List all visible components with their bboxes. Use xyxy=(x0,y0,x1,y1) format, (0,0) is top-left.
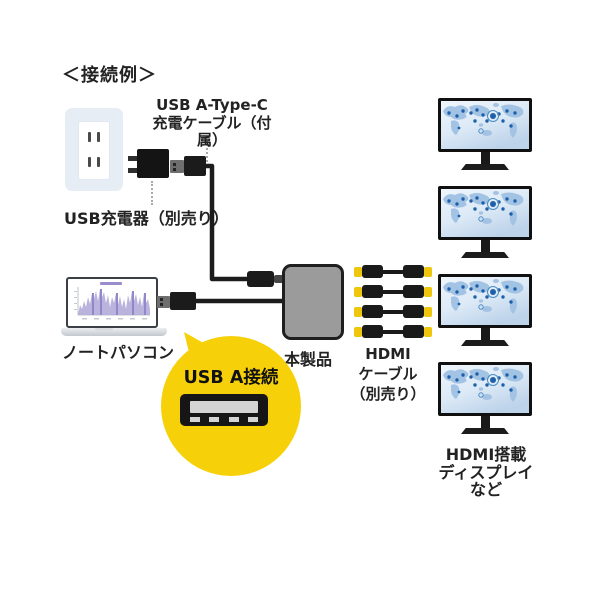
world-map-graphic xyxy=(441,189,529,237)
usb-plug-hole xyxy=(173,163,176,166)
bubble-label: USB A接続 xyxy=(183,368,279,388)
hdmi-label-line1: HDMI xyxy=(365,345,411,363)
hdmi-plug xyxy=(403,285,424,298)
usb-port-pin xyxy=(190,417,200,422)
display-stand-base xyxy=(461,428,509,434)
display-stand-neck xyxy=(480,152,490,164)
hdmi-plug-tip xyxy=(424,286,432,297)
hdmi-display xyxy=(438,274,532,346)
hdmi-plug xyxy=(362,265,383,278)
product-label: 本製品 xyxy=(284,350,333,369)
outlet-slot-icon xyxy=(88,157,91,167)
displays-label: HDMI搭載 ディスプレイ など xyxy=(434,446,538,499)
hdmi-plug-tip xyxy=(424,266,432,277)
charge-cable-label-line1: USB A-Type-C xyxy=(156,96,268,114)
hdmi-display xyxy=(438,186,532,258)
world-map-graphic xyxy=(441,365,529,413)
charger-prong xyxy=(128,156,137,161)
hdmi-plug-tip xyxy=(354,326,362,337)
usb-port-pin xyxy=(228,417,239,422)
display-stand-neck xyxy=(480,328,490,340)
hdmi-plug xyxy=(403,305,424,318)
hdmi-plug xyxy=(403,265,424,278)
hdmi-plug-tip xyxy=(354,306,362,317)
hdmi-wire xyxy=(383,329,403,334)
hdmi-plug-tip xyxy=(354,286,362,297)
hdmi-plug xyxy=(362,285,383,298)
laptop-label: ノートパソコン xyxy=(62,343,175,362)
usb-plug-hole xyxy=(173,168,176,171)
display-frame xyxy=(438,362,532,416)
hdmi-plug-tip xyxy=(424,306,432,317)
hdmi-plug-tip xyxy=(354,266,362,277)
laptop-base xyxy=(61,328,167,336)
hdmi-label-line3: （別売り） xyxy=(350,385,426,403)
display-frame xyxy=(438,186,532,240)
usb-charger xyxy=(137,149,169,178)
charge-cable xyxy=(206,163,248,282)
usb-a-callout-bubble: USB A接続 xyxy=(161,331,307,481)
display-stand-neck xyxy=(480,416,490,428)
display-stand-neck xyxy=(480,240,490,252)
laptop-screen xyxy=(66,277,158,328)
product-box xyxy=(282,264,344,340)
display-list xyxy=(438,98,532,450)
charge-cable-label: USB A-Type-C 充電ケーブル（付属） xyxy=(144,96,280,150)
hdmi-wire xyxy=(383,289,403,294)
hdmi-label-line2: ケーブル xyxy=(358,365,418,383)
hdmi-cable xyxy=(354,325,432,338)
display-stand-base xyxy=(461,340,509,346)
usb-c-plug-tip xyxy=(274,275,284,283)
display-frame xyxy=(438,274,532,328)
display-stand-base xyxy=(461,252,509,258)
charger-prong xyxy=(128,168,137,173)
display-frame xyxy=(438,98,532,152)
hdmi-cable xyxy=(354,285,432,298)
charger-label: USB充電器（別売り） xyxy=(64,209,229,228)
laptop-chart-graphic xyxy=(74,282,150,320)
hdmi-plug xyxy=(403,325,424,338)
hdmi-plug-tip xyxy=(424,326,432,337)
hdmi-cable-label: HDMI ケーブル （別売り） xyxy=(350,344,426,404)
display-stand-base xyxy=(461,164,509,170)
hdmi-plug xyxy=(362,325,383,338)
outlet-slot-icon xyxy=(97,132,100,142)
leader-line xyxy=(151,181,153,205)
usb-a-plug-metal xyxy=(170,160,184,173)
usb-port-pins xyxy=(190,417,258,422)
hdmi-cable xyxy=(354,305,432,318)
usb-plug-hole xyxy=(160,303,163,306)
usb-a-plug-body xyxy=(170,292,196,310)
world-map-graphic xyxy=(441,101,529,149)
charge-cable-label-line2: 充電ケーブル（付属） xyxy=(152,113,272,149)
hdmi-plug xyxy=(362,305,383,318)
displays-label-line2: ディスプレイ xyxy=(438,462,534,482)
hdmi-display xyxy=(438,98,532,170)
usb-a-plug-metal xyxy=(157,296,170,308)
displays-label-line3: など xyxy=(469,480,502,499)
hdmi-display xyxy=(438,362,532,434)
outlet-slot-icon xyxy=(97,157,100,167)
world-map-graphic xyxy=(441,277,529,325)
outlet-plate xyxy=(78,121,110,180)
hdmi-cable xyxy=(354,265,432,278)
usb-port-slot xyxy=(190,401,258,413)
laptop-notch xyxy=(95,328,113,331)
hdmi-cable-list xyxy=(354,265,432,338)
usb-port-pin xyxy=(209,417,220,422)
usb-plug-hole xyxy=(160,298,163,301)
hdmi-wire xyxy=(383,309,403,314)
outlet-slot-icon xyxy=(88,132,91,142)
usb-c-plug-body xyxy=(247,271,274,287)
diagram-title: ＜接続例＞ xyxy=(62,65,157,86)
displays-label-line1: HDMI搭載 xyxy=(445,445,527,464)
usb-a-port-icon xyxy=(180,394,268,426)
leader-line xyxy=(206,136,208,162)
usb-a-plug-body xyxy=(184,156,206,176)
hdmi-wire xyxy=(383,269,403,274)
usb-port-pin xyxy=(247,417,258,422)
